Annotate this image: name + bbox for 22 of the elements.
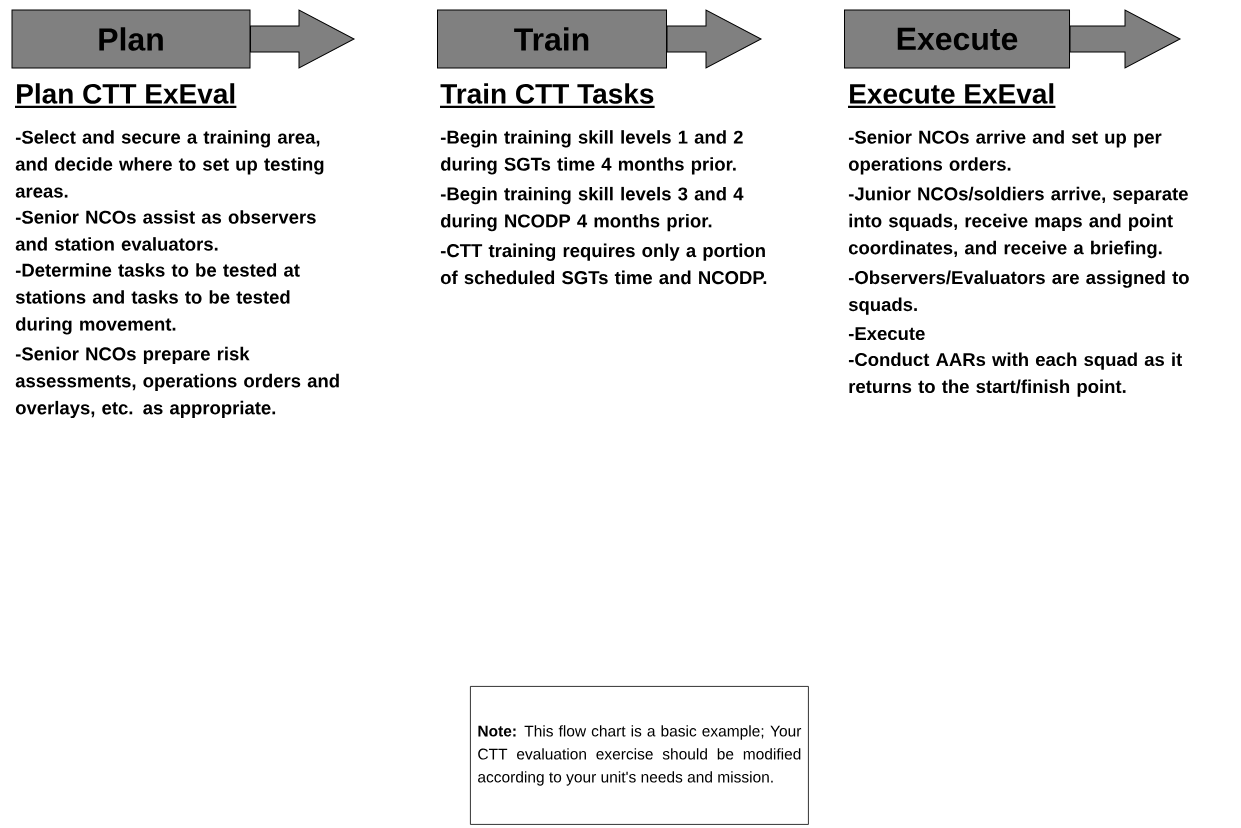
note-box: Note: This flow chart is a basic example; Your CTT evaluation exercise should be modified according to your unit's needs and mission. — [470, 686, 809, 825]
bullet-text: -Determine tasks to be tested at stations and tasks to be tested during movement. — [15, 263, 300, 335]
block-arrow — [666, 9, 762, 69]
process-box: Train — [437, 9, 667, 69]
bullet-text: -Execute — [848, 327, 925, 341]
column-heading: Execute ExEval — [848, 83, 1056, 109]
block-arrow — [250, 9, 355, 69]
bullet-text: -Senior NCOs arrive and set up per operations orders. — [848, 130, 1162, 175]
bullet-text: -Senior NCOs prepare risk assessments, operations orders and overlays, etc. as appropriate. — [15, 346, 339, 419]
bullet-text: -Observers/Evaluators are assigned to squads. — [848, 270, 1189, 315]
bullet-text: -Begin training skill levels 1 and 2 during SGTs time 4 months prior. — [440, 130, 743, 175]
bullet-text: -CTT training requires only a portion of scheduled SGTs time and NCODP. — [440, 243, 767, 285]
process-box: Execute — [844, 9, 1070, 69]
bullet-text: -Select and secure a training area, and decide where to set up testing areas. — [15, 130, 324, 198]
column-heading: Plan CTT ExEval — [15, 83, 237, 109]
bullet-text: -Begin training skill levels 3 and 4 during NCODP 4 months prior. — [440, 186, 744, 232]
column-heading: Train CTT Tasks — [440, 83, 655, 109]
bullet-text: -Junior NCOs/soldiers arrive, separate into squads, receive maps and point coordinates, and receive a briefing. — [848, 186, 1188, 259]
process-box: Plan — [11, 9, 251, 69]
block-arrow — [1069, 9, 1181, 69]
bullet-text: -Conduct AARs with each squad as it returns to the start/finish point. — [848, 352, 1183, 397]
bullet-text: -Senior NCOs assist as observers and station evaluators. — [15, 210, 316, 251]
